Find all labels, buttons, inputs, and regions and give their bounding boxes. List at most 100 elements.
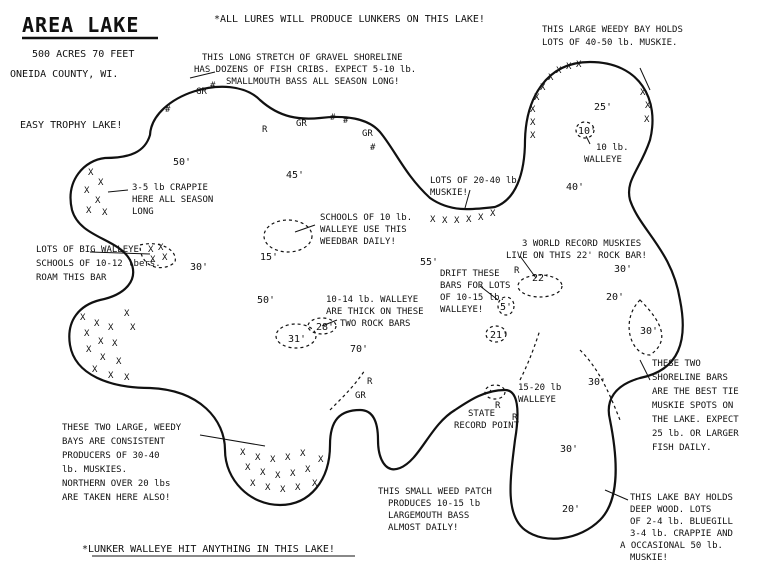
header-note: *ALL LURES WILL PRODUCE LUNKERS ON THIS … (214, 14, 485, 25)
map-subtitle-county: ONEIDA COUNTY, WI. (10, 69, 118, 80)
svg-text:15': 15' (260, 252, 278, 263)
svg-text:X: X (540, 83, 546, 93)
svg-text:X: X (285, 453, 291, 463)
svg-text:X: X (84, 329, 90, 339)
svg-text:X: X (124, 309, 130, 319)
pointer-arrows (89, 67, 651, 501)
svg-text:X: X (124, 373, 130, 383)
map-subtitle-size: 500 ACRES 70 FEET (32, 49, 134, 60)
annotation-weedy-bays: THESE TWO LARGE, WEEDY BAYS ARE CONSISTE… (62, 423, 187, 503)
svg-text:X: X (556, 66, 562, 76)
svg-text:X: X (92, 365, 98, 375)
svg-text:X: X (270, 455, 276, 465)
svg-text:X: X (530, 131, 536, 141)
svg-text:X: X (548, 73, 554, 83)
svg-text:50': 50' (173, 157, 191, 168)
svg-text:X: X (534, 93, 540, 103)
svg-text:21': 21' (490, 330, 508, 341)
rock-bar-22 (517, 274, 563, 298)
svg-text:R: R (514, 266, 520, 276)
svg-text:X: X (442, 216, 448, 226)
map-title: AREA LAKE (22, 13, 139, 37)
svg-text:X: X (100, 353, 106, 363)
svg-text:#: # (330, 113, 336, 123)
svg-text:X: X (102, 208, 108, 218)
svg-text:X: X (530, 118, 536, 128)
dropoff-line-1 (329, 369, 366, 411)
svg-text:5': 5' (500, 302, 512, 313)
svg-text:70': 70' (350, 344, 368, 355)
annotation-weed-patch: THIS SMALL WEED PATCH PRODUCES 10-15 lb … (378, 487, 497, 533)
gravel-marks: GR GR GR GR # # # # # R R R R R (165, 81, 520, 423)
bar-big-walleye (139, 243, 176, 269)
svg-text:X: X (162, 253, 168, 263)
rock-bar-10ft (575, 121, 595, 139)
svg-text:10': 10' (578, 126, 596, 137)
shoreline (68, 60, 684, 540)
svg-text:X: X (148, 245, 154, 255)
svg-text:X: X (318, 455, 324, 465)
svg-text:X: X (98, 178, 104, 188)
svg-text:30': 30' (588, 377, 606, 388)
svg-text:X: X (250, 479, 256, 489)
svg-text:55': 55' (420, 257, 438, 268)
svg-text:X: X (644, 115, 650, 125)
svg-text:22': 22' (532, 273, 550, 284)
svg-text:X: X (478, 213, 484, 223)
rock-bar-28 (307, 317, 337, 335)
svg-text:X: X (454, 216, 460, 226)
annotation-big-walleye: LOTS OF BIG WALLEYE SCHOOLS OF 10-12 lbe… (36, 245, 166, 283)
svg-text:X: X (466, 215, 472, 225)
annotation-walleye-15-20: 15-20 lb WALLEYE (518, 383, 567, 405)
svg-text:30': 30' (560, 444, 578, 455)
svg-text:30': 30' (614, 264, 632, 275)
svg-text:X: X (290, 469, 296, 479)
bar-5 (497, 296, 515, 316)
annotation-rock-bars: 10-14 lb. WALLEYE ARE THICK ON THESE TWO… (326, 295, 429, 329)
bar-state-record (484, 384, 506, 400)
dropoff-line-3 (579, 349, 621, 421)
svg-text:X: X (305, 465, 311, 475)
annotation-crappie: 3-5 lb CRAPPIE HERE ALL SEASON LONG (132, 183, 219, 217)
svg-text:X: X (295, 483, 301, 493)
svg-text:X: X (490, 209, 496, 219)
bar-21 (485, 325, 507, 343)
annotation-lake-bay: THIS LAKE BAY HOLDS DEEP WOOD. LOTS OF 2… (620, 493, 738, 563)
svg-text:30': 30' (190, 262, 208, 273)
annotation-drift-bars: DRIFT THESE BARS FOR LOTS OF 10-15 lb. W… (440, 269, 516, 315)
svg-text:X: X (312, 479, 318, 489)
dropoff-line-2 (519, 329, 541, 381)
svg-text:X: X (130, 323, 136, 333)
svg-text:40': 40' (566, 182, 584, 193)
annotation-shoreline-bars: THESE TWO SHORELINE BARS ARE THE BEST TI… (652, 359, 744, 453)
rock-bar-31 (275, 323, 317, 349)
svg-text:X: X (94, 319, 100, 329)
svg-text:X: X (640, 88, 646, 98)
svg-text:GR: GR (355, 391, 366, 401)
svg-text:R: R (262, 125, 268, 135)
svg-text:28': 28' (316, 322, 334, 333)
svg-text:X: X (566, 62, 572, 72)
svg-text:X: X (530, 105, 536, 115)
svg-text:25': 25' (594, 102, 612, 113)
svg-text:X: X (150, 255, 156, 265)
svg-text:X: X (576, 60, 582, 70)
svg-text:GR: GR (296, 119, 307, 129)
svg-text:X: X (98, 337, 104, 347)
svg-text:R: R (512, 413, 518, 423)
svg-text:X: X (108, 323, 114, 333)
svg-text:20': 20' (562, 504, 580, 515)
svg-text:X: X (260, 468, 266, 478)
svg-text:X: X (112, 339, 118, 349)
svg-text:GR: GR (196, 87, 207, 97)
svg-text:#: # (210, 81, 216, 91)
svg-text:X: X (245, 463, 251, 473)
footer-note: *LUNKER WALLEYE HIT ANYTHING IN THIS LAK… (82, 544, 335, 555)
annotation-walleye-10: 10 lb. WALLEYE (584, 143, 634, 165)
svg-text:#: # (165, 105, 171, 115)
